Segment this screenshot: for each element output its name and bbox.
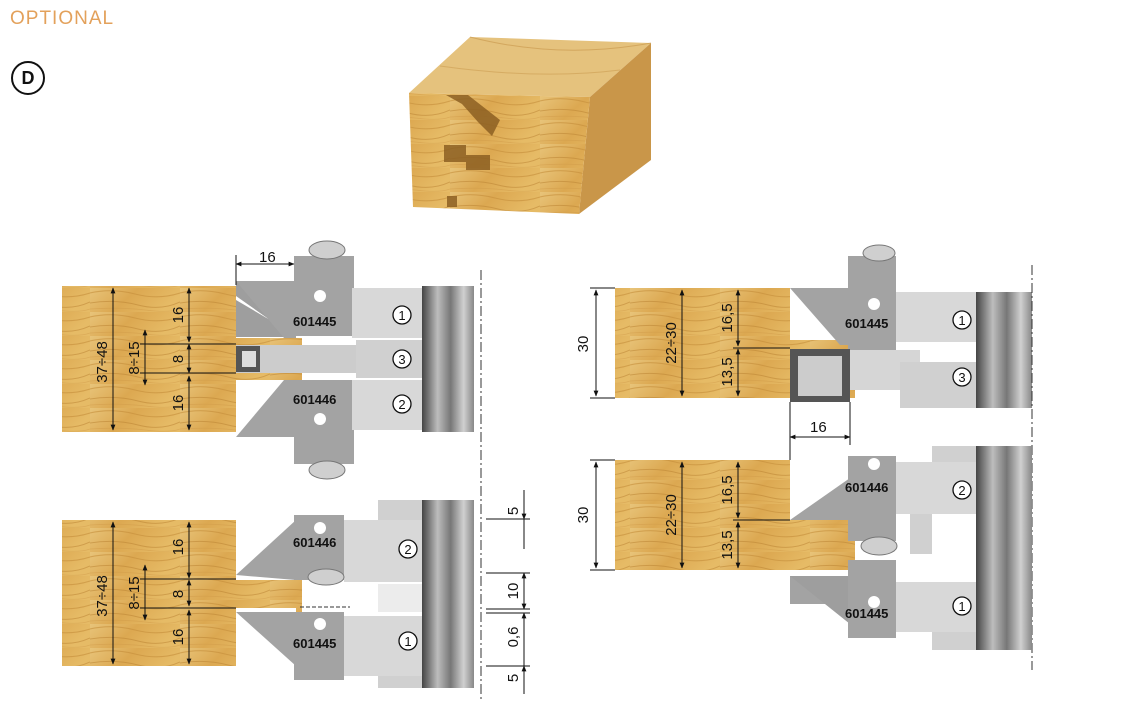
dim-37-48: 37÷48 [94,341,111,383]
dim-5-top: 5 [505,507,522,515]
wood-block-illustration [409,36,652,214]
dim-16: 16 [810,419,827,436]
cutter-code-601445-right-top: 601445 [845,316,888,331]
dim-0-6: 0,6 [505,627,522,648]
dim-16-5: 16,5 [719,303,736,332]
dim-16-upper: 16 [170,539,187,556]
marker-circle [398,539,418,559]
dim-8: 8 [170,355,187,363]
option-badge: D [11,61,45,95]
dim-13-5: 13,5 [719,530,736,559]
dimension-lines-top-right [590,287,851,500]
marker-2: 2 [958,483,965,498]
marker-circle [392,305,412,325]
dim-16-upper: 16 [170,307,187,324]
cutter-code-601445-right-bottom: 601445 [845,606,888,621]
dim-16: 16 [259,249,276,266]
dim-22-30: 22÷30 [663,322,680,364]
assembly-bottom-right [615,446,1032,650]
dimension-lines-bottom-left [110,490,530,694]
dim-8: 8 [170,590,187,598]
marker-1: 1 [404,634,411,649]
header-optional: OPTIONAL [10,8,115,29]
marker-circle [392,394,412,414]
dim-13-5: 13,5 [719,357,736,386]
cutter-code-601446-right-bottom: 601446 [845,480,888,495]
marker-2: 2 [398,397,405,412]
cutter-code-601445-top: 601445 [293,314,336,329]
marker-3: 3 [398,352,405,367]
marker-circle [392,349,412,369]
dim-8-15: 8÷15 [126,576,143,609]
marker-circle [952,480,972,500]
dim-30: 30 [575,336,592,353]
dim-8-15: 8÷15 [126,341,143,374]
marker-1: 1 [958,313,965,328]
cutter-code-601446-top: 601446 [293,392,336,407]
cutter-code-601446-bottom: 601446 [293,535,336,550]
dim-16-lower: 16 [170,395,187,412]
dim-30: 30 [575,507,592,524]
marker-1: 1 [398,308,405,323]
marker-circle [952,596,972,616]
dim-22-30: 22÷30 [663,494,680,536]
marker-2: 2 [404,542,411,557]
marker-circle [952,367,972,387]
marker-circle [952,310,972,330]
dim-5-bottom: 5 [505,674,522,682]
marker-1: 1 [958,599,965,614]
dimension-lines-bottom-right [590,459,790,571]
marker-3: 3 [958,370,965,385]
marker-circle [398,631,418,651]
dim-37-48: 37÷48 [94,575,111,617]
assembly-top-left [62,240,482,700]
dim-16-lower: 16 [170,629,187,646]
assembly-bottom-left [62,500,474,688]
dim-16-5: 16,5 [719,475,736,504]
cutter-code-601445-bottom: 601445 [293,636,336,651]
dimension-lines-top-left [110,255,295,431]
dim-10: 10 [505,583,522,600]
